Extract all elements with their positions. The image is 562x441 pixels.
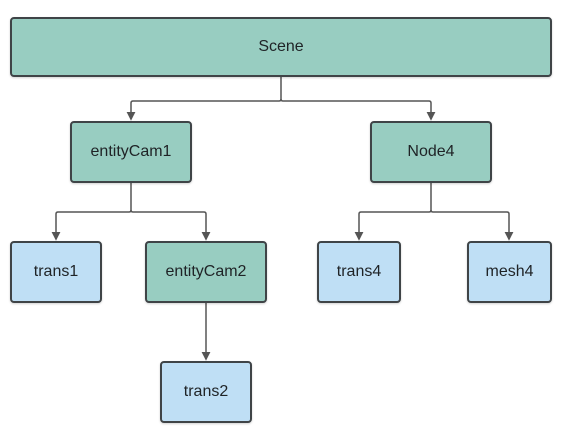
node-label: Scene (258, 38, 304, 55)
node-entitycam1: entityCam1 (70, 121, 192, 183)
node-label: trans2 (183, 383, 229, 400)
node-node4: Node4 (370, 121, 492, 183)
node-label: entityCam2 (165, 263, 247, 280)
connector-scene-node4 (280, 98, 436, 121)
node-label: Node4 (407, 143, 455, 160)
node-mesh4: mesh4 (467, 241, 552, 303)
connector-node4-mesh4 (430, 209, 514, 241)
node-label: entityCam1 (90, 143, 172, 160)
node-label: mesh4 (485, 263, 534, 280)
connector-scene-entitycam1 (126, 77, 282, 121)
node-label: trans1 (33, 263, 79, 280)
node-label: trans4 (336, 263, 382, 280)
connector-node4-trans4 (354, 183, 432, 241)
node-trans2: trans2 (160, 361, 252, 423)
node-trans1: trans1 (10, 241, 102, 303)
connector-entitycam1-trans1 (51, 183, 132, 241)
node-scene: Scene (10, 17, 552, 77)
node-trans4: trans4 (317, 241, 401, 303)
node-entitycam2: entityCam2 (145, 241, 267, 303)
connector-entitycam1-entitycam2 (130, 209, 211, 241)
